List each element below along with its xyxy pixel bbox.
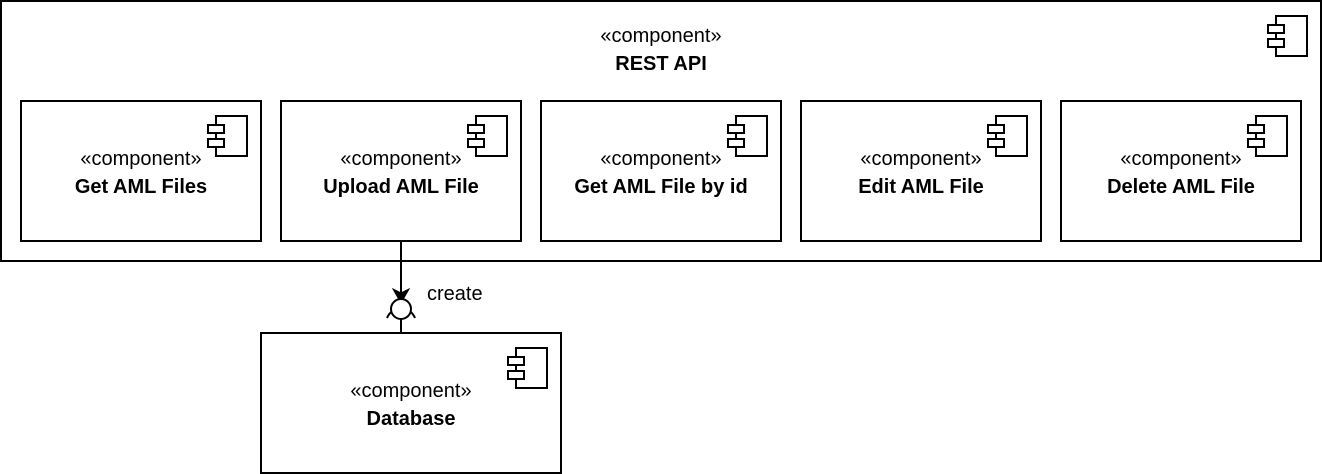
interface-ball [390,298,412,320]
component-icon [727,115,768,157]
component-stereotype: «component» [80,148,202,170]
component-icon [507,347,548,389]
component-icon [1247,115,1288,157]
database-name: Database [366,408,456,430]
required-interface-line [391,242,411,305]
component-icon [467,115,508,157]
component-name: Get AML Files [74,176,208,198]
component-get-aml-files[interactable]: «component» Get AML Files [20,100,262,242]
component-name: Upload AML File [323,176,479,198]
component-stereotype: «component» [340,148,462,170]
database-component[interactable]: «component» Database [260,332,562,474]
component-stereotype: «component» [1120,148,1242,170]
component-stereotype: «component» [860,148,982,170]
component-delete-aml-file[interactable]: «component» Delete AML File [1060,100,1302,242]
component-upload-aml-file[interactable]: «component» Upload AML File [280,100,522,242]
component-get-aml-file-by-id[interactable]: «component» Get AML File by id [540,100,782,242]
interface-label: create [427,283,483,305]
component-icon [987,115,1028,157]
rest-api-stereotype: «component» [600,25,722,47]
rest-api-title: REST API [615,53,707,75]
database-stereotype: «component» [350,380,472,402]
component-name: Delete AML File [1107,176,1255,198]
component-icon [207,115,248,157]
component-stereotype: «component» [600,148,722,170]
component-name: Get AML File by id [574,176,748,198]
component-name: Edit AML File [858,176,984,198]
component-edit-aml-file[interactable]: «component» Edit AML File [800,100,1042,242]
component-icon [1267,15,1308,57]
